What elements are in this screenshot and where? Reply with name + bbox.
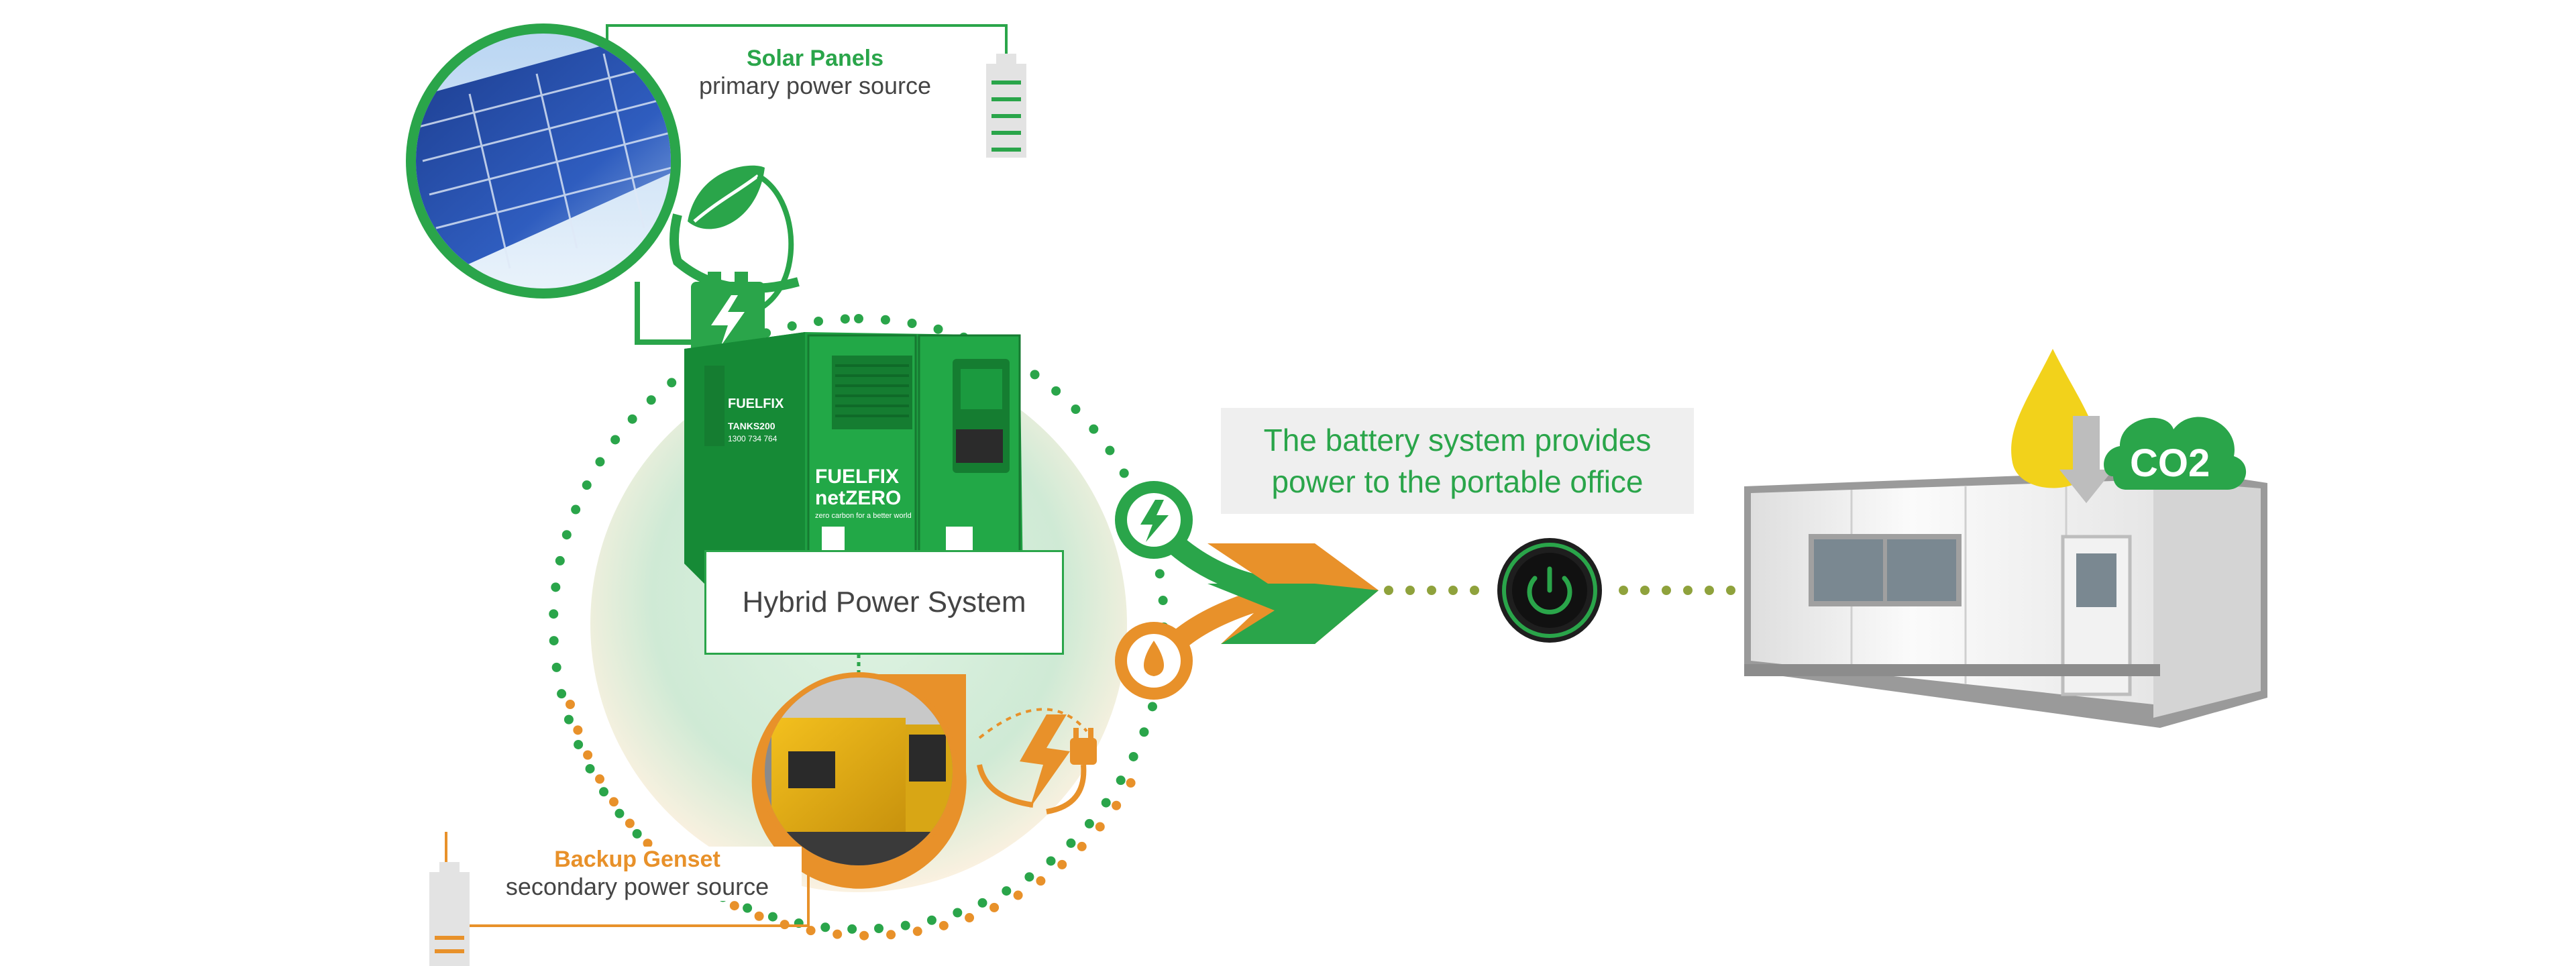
electric-plug-icon (977, 708, 1097, 814)
unit-subbrand: netZERO (815, 487, 901, 509)
unit-model-text: TANKS200 (728, 421, 775, 431)
portable-office (1744, 470, 2267, 728)
hybrid-power-system-label: Hybrid Power System (704, 550, 1064, 655)
battery-caption-line2: power to the portable office (1271, 464, 1644, 499)
solar-title: Solar Panels (746, 46, 884, 71)
lightning-icon (691, 272, 765, 356)
battery-level-icon (986, 54, 1026, 158)
unit-brand-large: FUELFIX (815, 466, 899, 488)
hybrid-power-unit (684, 332, 1023, 590)
genset-title: Backup Genset (554, 847, 720, 872)
unit-brand-text: FUELFIX (728, 396, 784, 411)
battery-caption: The battery system provides power to the… (1221, 408, 1694, 514)
genset-subtitle: secondary power source (505, 873, 769, 900)
solar-panel-icon (406, 23, 681, 299)
genset-label: Backup Genset secondary power source (473, 847, 802, 901)
hybrid-label-text: Hybrid Power System (742, 586, 1026, 619)
solar-label: Solar Panels primary power source (667, 46, 963, 100)
unit-phone-text: 1300 734 764 (728, 434, 777, 443)
orange-dotted-arc (566, 700, 1145, 941)
solar-subtitle: primary power source (698, 72, 932, 99)
genset-battery-icon (429, 862, 470, 966)
co2-cloud-icon (2011, 349, 2247, 503)
fuel-drop-icon[interactable] (1115, 622, 1193, 700)
co2-label: CO2 (2130, 441, 2210, 485)
power-button-icon[interactable] (1497, 538, 1602, 643)
lightning-node-icon[interactable] (1115, 481, 1193, 559)
genset-image (751, 672, 967, 889)
unit-tagline: zero carbon for a better world (815, 512, 912, 520)
solar-callout-line (606, 24, 1008, 64)
battery-caption-line1: The battery system provides (1263, 423, 1652, 458)
